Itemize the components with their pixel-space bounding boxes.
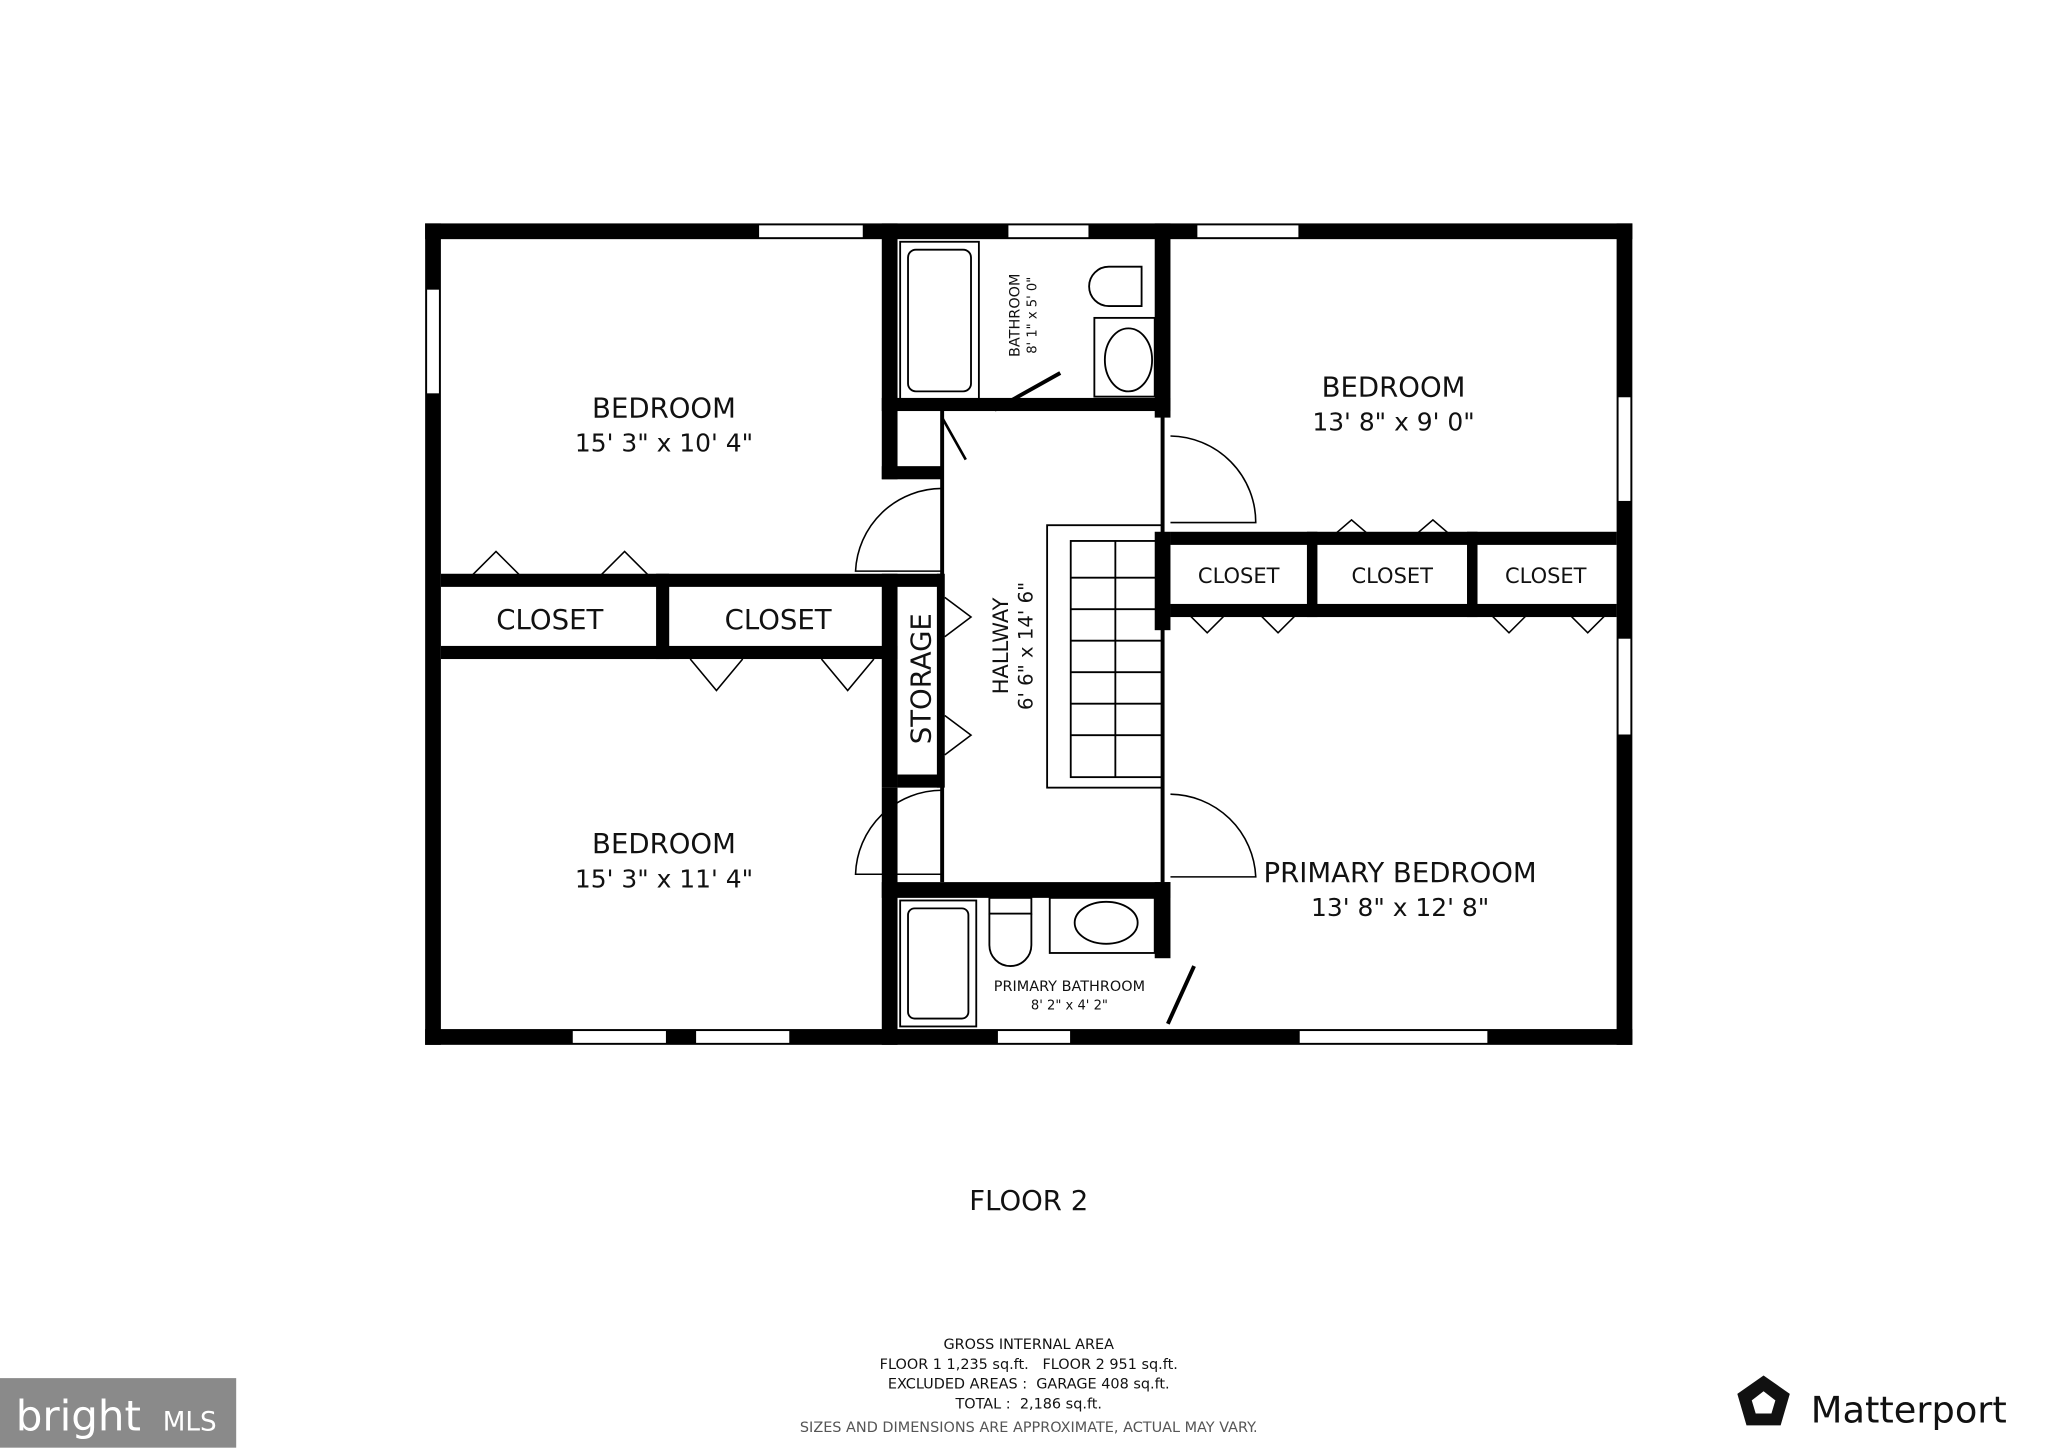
room-dims: 13' 8" x 12' 8": [1311, 893, 1489, 922]
room-name: BEDROOM: [592, 828, 736, 860]
area-line-1: FLOOR 1 1,235 sq.ft. FLOOR 2 951 sq.ft.: [880, 1357, 1178, 1373]
fixtures: [899, 240, 1164, 1028]
area-summary: GROSS INTERNAL AREA FLOOR 1 1,235 sq.ft.…: [800, 1337, 1258, 1436]
windows: [425, 224, 1632, 1045]
area-title: GROSS INTERNAL AREA: [943, 1337, 1114, 1353]
matterport-logo: Matterport: [1737, 1375, 2007, 1432]
room-dims: 8' 2" x 4' 2": [1031, 998, 1108, 1013]
matterport-logo-text: Matterport: [1811, 1389, 2007, 1432]
mls-logo-text: MLS: [163, 1408, 217, 1438]
room-dims: 15' 3" x 11' 4": [575, 864, 753, 893]
room-dims: 6' 6" x 14' 6": [1015, 582, 1038, 710]
bright-mls-logo: bright MLS: [0, 1378, 237, 1448]
room-name: PRIMARY BATHROOM: [994, 979, 1145, 995]
closet-label: CLOSET: [1505, 564, 1587, 588]
room-dims: 15' 3" x 10' 4": [575, 429, 753, 458]
area-line-2: EXCLUDED AREAS : GARAGE 408 sq.ft.: [888, 1377, 1170, 1393]
room-name: BEDROOM: [1322, 372, 1466, 404]
closet-label: CLOSET: [496, 604, 603, 636]
room-name: HALLWAY: [989, 597, 1013, 694]
room-labels: BEDROOM 15' 3" x 10' 4" BEDROOM 15' 3" x…: [496, 274, 1586, 1014]
closet-label: CLOSET: [1351, 564, 1433, 588]
room-name: BATHROOM: [1008, 274, 1024, 357]
area-line-3: TOTAL : 2,186 sq.ft.: [954, 1396, 1102, 1412]
closet-label: CLOSET: [1198, 564, 1280, 588]
doors: [469, 371, 1607, 1025]
room-dims: 13' 8" x 9' 0": [1312, 408, 1474, 437]
room-name: BEDROOM: [592, 393, 736, 425]
matterport-icon: [1737, 1375, 1790, 1426]
bright-logo-text: bright: [16, 1392, 141, 1441]
floor-label: FLOOR 2: [969, 1185, 1088, 1217]
closet-label: CLOSET: [725, 604, 832, 636]
room-dims: 8' 1" x 5' 0": [1026, 277, 1041, 354]
room-name: STORAGE: [905, 613, 937, 744]
disclaimer: SIZES AND DIMENSIONS ARE APPROXIMATE, AC…: [800, 1420, 1258, 1436]
room-name: PRIMARY BEDROOM: [1263, 857, 1536, 889]
